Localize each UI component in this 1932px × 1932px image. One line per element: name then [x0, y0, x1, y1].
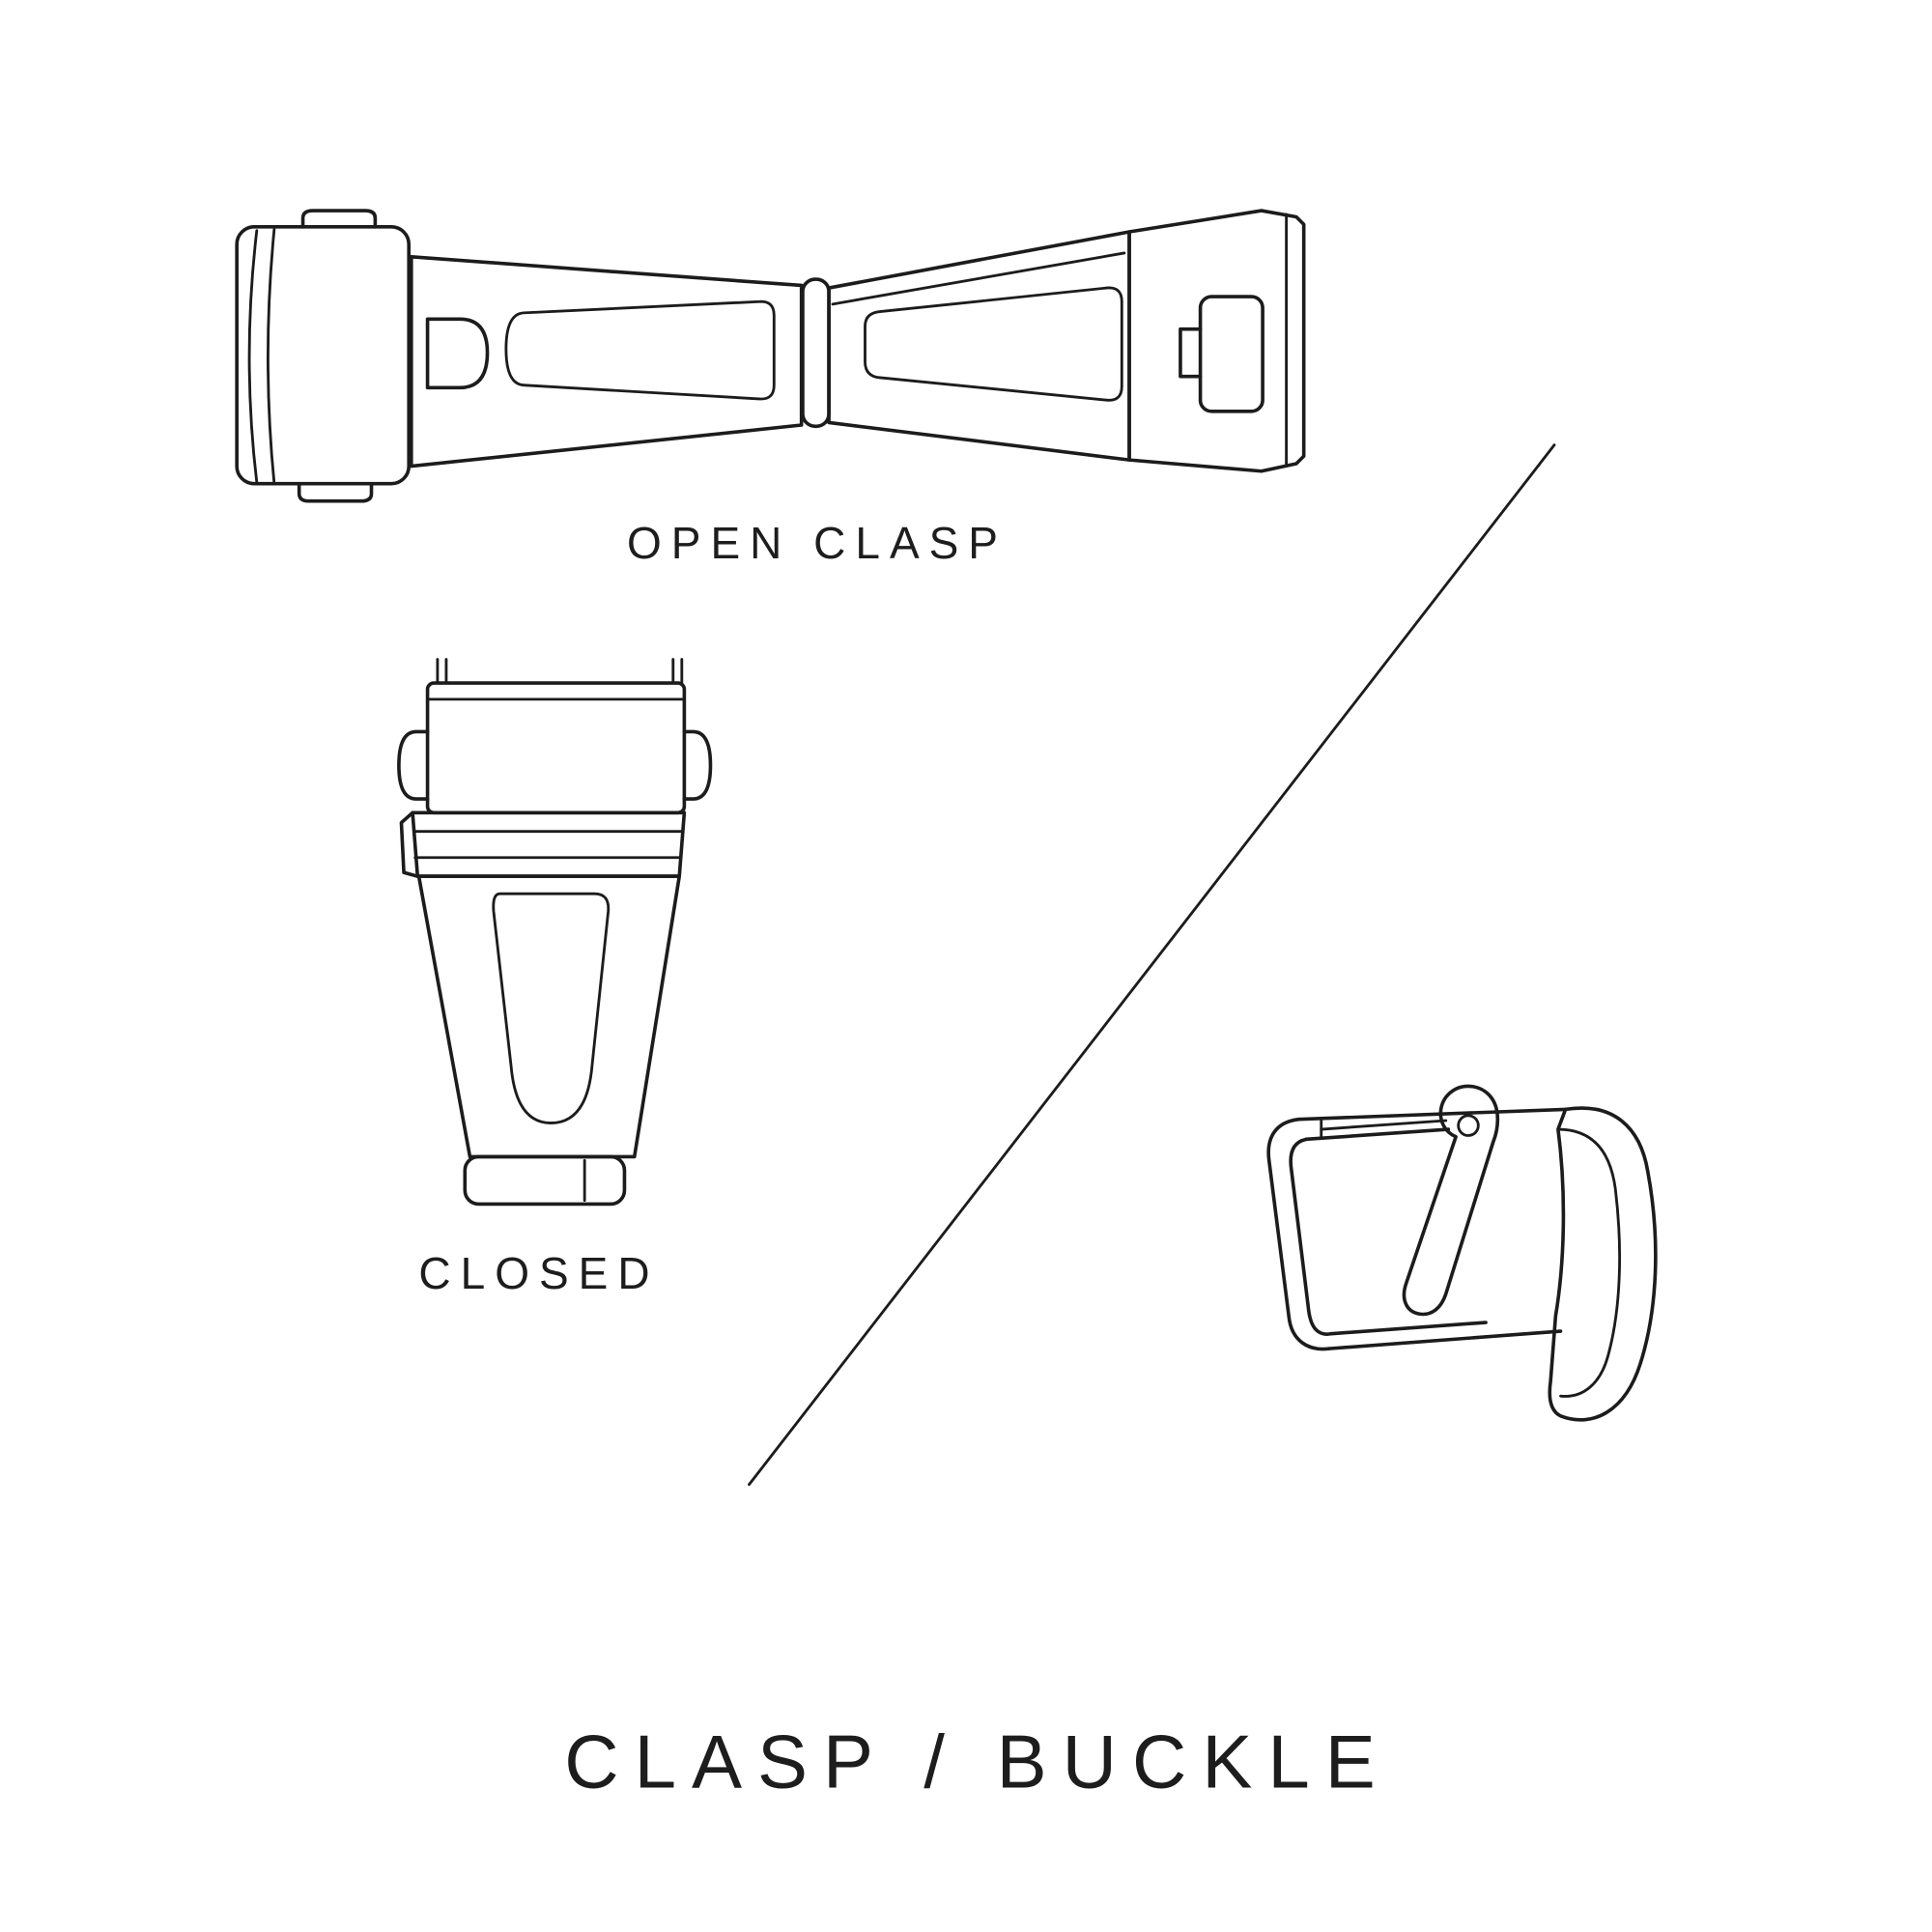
- closed-clasp-hinge-band: [399, 810, 687, 878]
- open-clasp-label: OPEN CLASP: [627, 518, 1008, 568]
- closed-clasp-illustration: [397, 658, 713, 1207]
- open-clasp-left-arm: [410, 255, 804, 469]
- buckle-illustration: [1266, 1084, 1658, 1422]
- divider-line: [748, 443, 1556, 1487]
- closed-clasp-body: [416, 874, 682, 1207]
- buckle-tang: [1320, 1084, 1500, 1317]
- open-clasp-illustration: [235, 209, 1306, 503]
- page-title: CLASP / BUCKLE: [564, 1719, 1391, 1804]
- closed-clasp-top-cover: [397, 681, 713, 815]
- buckle-frame: [1266, 1107, 1568, 1351]
- open-clasp-right-arm: [827, 230, 1131, 462]
- open-clasp-left-end: [235, 209, 412, 503]
- open-clasp-hinge: [801, 277, 831, 429]
- closed-clasp-prongs: [436, 658, 684, 685]
- closed-clasp-label: CLOSED: [418, 1248, 660, 1298]
- open-clasp-right-end: [1127, 209, 1306, 473]
- buckle-strap-loop: [1548, 1106, 1658, 1422]
